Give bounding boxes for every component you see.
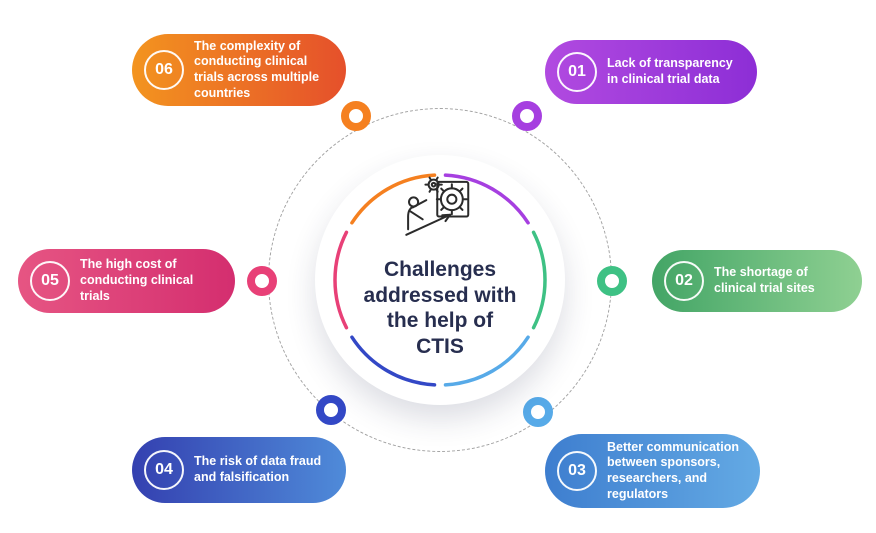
challenge-pill-05: 05 The high cost of conducting clinical … xyxy=(18,249,235,313)
arc-segment-green xyxy=(531,230,547,330)
orbit-ring-02 xyxy=(597,266,627,296)
arc-segment-orange xyxy=(350,173,437,225)
orbit-ring-01 xyxy=(512,101,542,131)
orbit-ring-03 xyxy=(523,397,553,427)
center-title-line-4: CTIS xyxy=(416,334,464,358)
challenge-label: The high cost of conducting clinical tri… xyxy=(80,257,194,303)
arc-segment-lightblue xyxy=(443,335,530,387)
challenge-number-badge: 01 xyxy=(557,52,597,92)
center-arc-ring xyxy=(333,173,547,387)
center-title: Challenges addressed with the help of CT… xyxy=(364,257,517,359)
challenge-pill-06: 06 The complexity of conducting clinical… xyxy=(132,34,346,106)
center-title-line-1: Challenges xyxy=(383,258,497,281)
challenge-label: The shortage of clinical trial sites xyxy=(714,265,815,295)
challenge-number-badge: 06 xyxy=(144,50,184,90)
challenge-number-badge: 02 xyxy=(664,261,704,301)
arc-segment-purple xyxy=(443,173,530,225)
arc-segment-darkblue xyxy=(350,335,437,387)
center-title-line-3: the help of xyxy=(386,309,494,333)
challenge-label: Better communication between sponsors, r… xyxy=(607,439,739,501)
challenge-pill-04: 04 The risk of data fraud and falsificat… xyxy=(132,437,346,503)
person-presenting-gears-icon xyxy=(405,176,470,236)
challenge-number-badge: 05 xyxy=(30,261,70,301)
challenge-label: The risk of data fraud and falsification xyxy=(194,454,322,484)
challenge-pill-03: 03 Better communication between sponsors… xyxy=(545,434,760,508)
orbit-ring-04 xyxy=(316,395,346,425)
challenge-label: The complexity of conducting clinical tr… xyxy=(194,38,320,100)
orbit-ring-05 xyxy=(247,266,277,296)
center-title-line-2: addressed with xyxy=(363,283,517,307)
challenge-pill-02: 02 The shortage of clinical trial sites xyxy=(652,250,862,312)
challenge-pill-01: 01 Lack of transparency in clinical tria… xyxy=(545,40,757,104)
challenge-number-badge: 04 xyxy=(144,450,184,490)
challenge-number-badge: 03 xyxy=(557,451,597,491)
orbit-ring-06 xyxy=(341,101,371,131)
center-circle: Challenges addressed with the help of CT… xyxy=(315,155,565,405)
arc-segment-pink xyxy=(333,230,349,330)
challenge-label: Lack of transparency in clinical trial d… xyxy=(607,56,733,86)
